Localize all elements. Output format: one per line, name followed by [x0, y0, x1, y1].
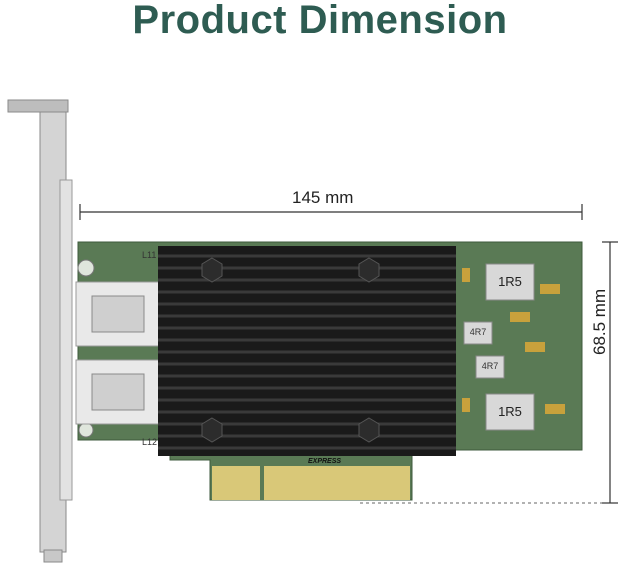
height-dimension-line [360, 241, 618, 504]
width-dimension-line [79, 204, 583, 220]
heatsink-screw [201, 417, 223, 443]
page-title: Product Dimension [132, 0, 508, 42]
inductor-label: 1R5 [498, 404, 522, 419]
width-dimension-label: 145 mm [292, 188, 354, 207]
rj45-port-top [75, 281, 161, 347]
inductor-label: 1R5 [498, 274, 522, 289]
inductor-chips [463, 263, 535, 431]
height-dimension-label: 68.5 mm [590, 288, 609, 355]
silkscreen-l12: L12 [142, 437, 158, 447]
metal-bracket [7, 99, 73, 563]
pcie-gold-contacts [212, 466, 410, 500]
inductor-label: 4R7 [481, 361, 499, 371]
heatsink-screw [201, 257, 223, 283]
silkscreen-l11: L11 [142, 250, 157, 260]
pcie-express-label: EXPRESS [308, 458, 342, 465]
rj45-port-bottom [75, 359, 161, 425]
heatsink-screw [358, 257, 380, 283]
heatsink [158, 246, 456, 456]
heatsink-screw [358, 417, 380, 443]
smd-components [462, 268, 565, 414]
inductor-label: 4R7 [469, 327, 487, 337]
